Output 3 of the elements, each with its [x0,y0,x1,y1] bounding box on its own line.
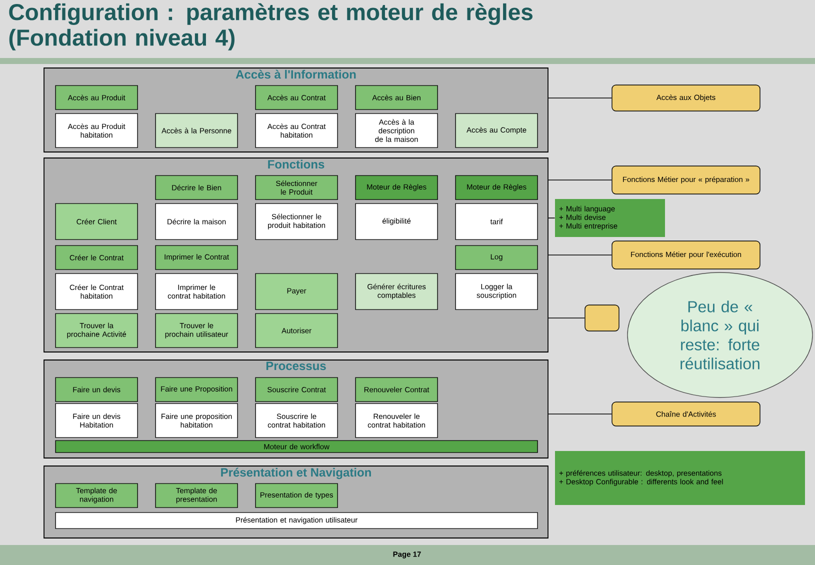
callout-bubble [584,304,620,332]
slide-title: Configuration : paramètres et moteur de règles (Fondation niveau 4) [9,3,532,50]
leader-line [548,254,612,256]
